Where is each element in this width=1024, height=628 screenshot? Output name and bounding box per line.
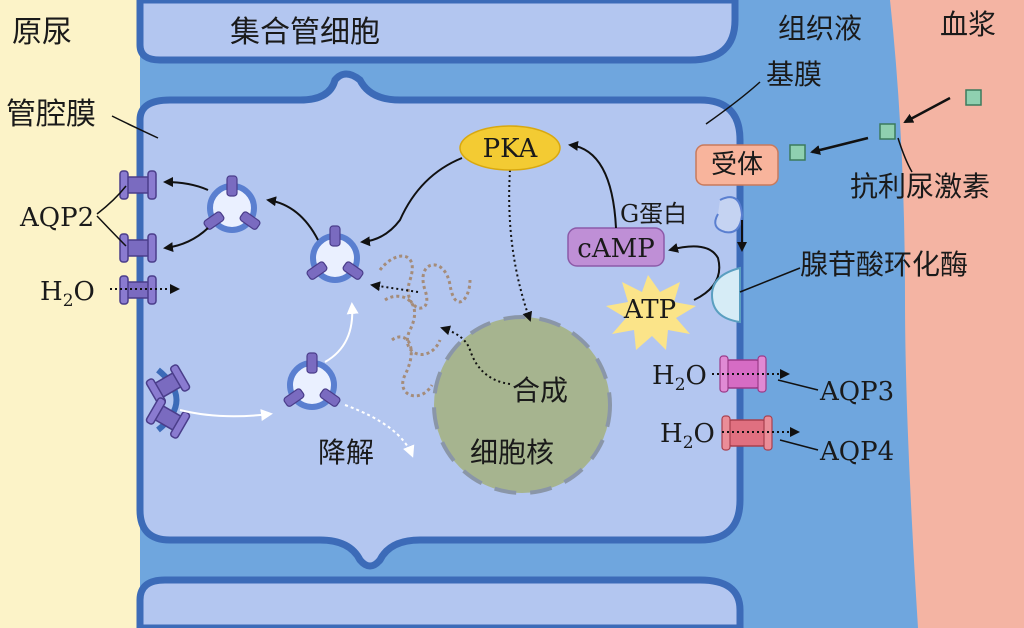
arrow-endocytosis (179, 409, 273, 422)
arrow-pka-nucleus (508, 169, 533, 322)
pka-label: PKA (483, 134, 539, 164)
arrow-atp-camp (668, 243, 721, 301)
arrow-vesicle-move (266, 196, 319, 241)
receptor-label: 受体 (711, 150, 763, 180)
g-protein-shape (714, 196, 744, 234)
pka-enzyme (459, 125, 561, 171)
leader-aqp3 (777, 379, 819, 391)
arrow-exocytosis-2 (163, 227, 209, 253)
water-label-aqp3: H2O (652, 361, 707, 395)
adenylate-cyclase-shape (710, 266, 741, 324)
arrow-pka-vesicle (360, 157, 463, 247)
lower-cell (136, 576, 744, 628)
adh-label: 抗利尿激素 (850, 170, 990, 203)
leader-aqp4 (779, 439, 819, 451)
arrow-exocytosis-1 (163, 177, 209, 191)
endoplasmic-reticulum (378, 254, 472, 398)
leader-aqp2-a (96, 185, 127, 215)
leader-apical (111, 115, 159, 139)
plasma-label: 血浆 (940, 8, 996, 41)
endocytosing-aqp2 (144, 363, 192, 440)
adh-molecule-1 (789, 144, 806, 161)
arrow-recycle (324, 302, 359, 363)
arrow-synthesis-er (440, 325, 511, 385)
arrow-camp-pka (568, 140, 617, 229)
lumen-region (0, 0, 140, 628)
leader-basement (705, 81, 761, 125)
arrow-adh-1 (810, 136, 869, 155)
aqp2-label: AQP2 (19, 203, 94, 233)
cell-label: 集合管细胞 (230, 15, 380, 50)
camp-label: cAMP (577, 234, 654, 264)
atp-burst (606, 275, 696, 350)
upper-cell (136, 0, 739, 64)
arrow-adh-2 (903, 96, 951, 124)
nuclear-envelope (432, 315, 612, 495)
aqp4-label: AQP4 (819, 437, 894, 467)
apical-membrane-label: 管腔膜 (6, 97, 96, 132)
nucleus (434, 317, 610, 493)
degradation-label: 降解 (318, 436, 374, 469)
aqp3-label: AQP3 (819, 377, 894, 407)
basement-membrane-label: 基膜 (766, 58, 822, 91)
interstitial-label: 组织液 (778, 12, 862, 45)
adenylate-cyclase-label: 腺苷酸环化酶 (800, 248, 968, 281)
leader-aqp2-b (96, 215, 127, 247)
adh-molecule-3 (965, 89, 982, 106)
g-protein-label: G蛋白 (620, 200, 687, 228)
atp-label: ATP (623, 295, 676, 325)
water-label-aqp4: H2O (660, 419, 715, 453)
synthesis-label: 合成 (512, 374, 568, 407)
adh-molecule-2 (879, 123, 896, 140)
leader-adenylate-cyclase (739, 267, 801, 293)
water-label-apical: H2O (40, 277, 95, 311)
plasma-region (890, 0, 1024, 628)
receptor-box (695, 144, 779, 186)
arrow-degradation (344, 404, 415, 458)
lumen-label: 原尿 (12, 15, 72, 50)
nucleus-label: 细胞核 (470, 436, 554, 469)
leader-adh (897, 137, 913, 173)
